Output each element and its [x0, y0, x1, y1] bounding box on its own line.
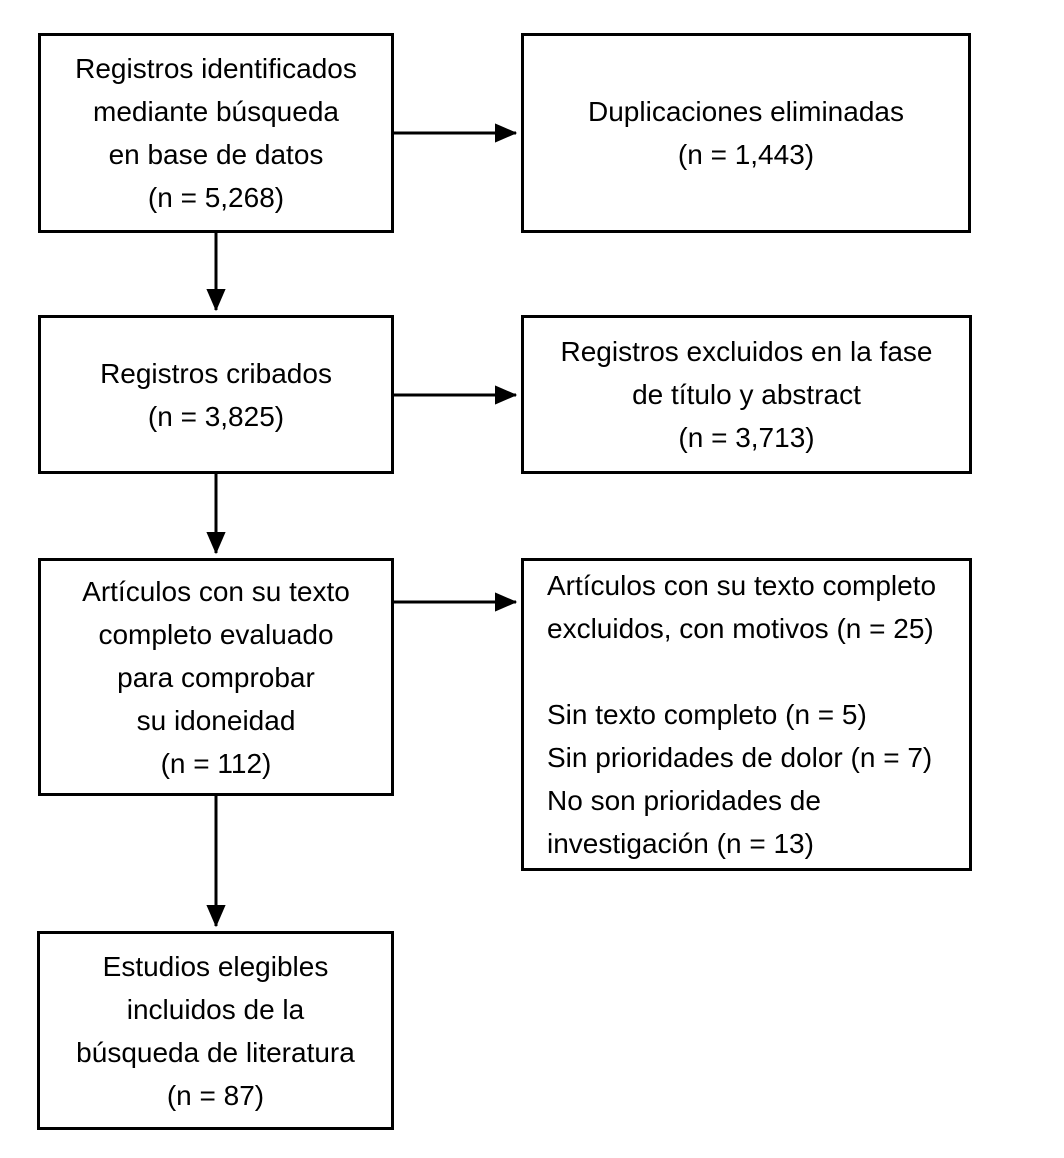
box-duplicates-removed: Duplicaciones eliminadas (n = 1,443)	[521, 33, 971, 233]
box-records-excluded-title-abstract: Registros excluidos en la fase de título…	[521, 315, 972, 474]
box-records-identified: Registros identificados mediante búsqued…	[38, 33, 394, 233]
box-studies-included: Estudios elegibles incluidos de la búsqu…	[37, 931, 394, 1130]
box-fulltext-excluded-reasons: Artículos con su texto completo excluido…	[521, 558, 972, 871]
box-fulltext-assessed: Artículos con su texto completo evaluado…	[38, 558, 394, 796]
box-records-screened: Registros cribados (n = 3,825)	[38, 315, 394, 474]
